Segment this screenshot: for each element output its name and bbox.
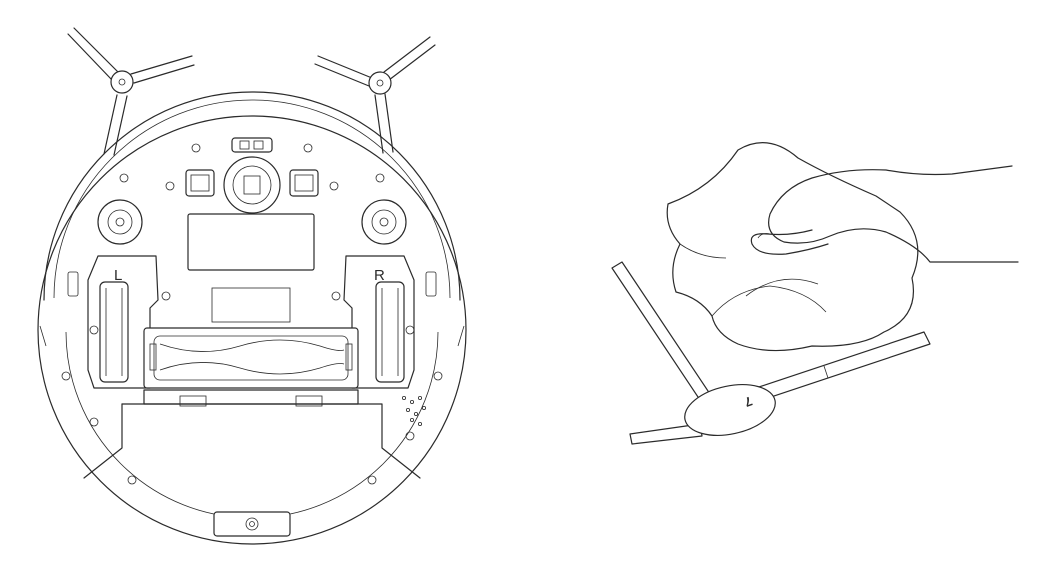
dustbin	[121, 403, 421, 479]
side-brush-hub-left	[97, 199, 143, 245]
side-brush-hub-right	[361, 199, 407, 245]
side-brush-mark: 7	[742, 393, 754, 410]
side-brush-loose-right	[314, 36, 436, 154]
drive-wheel-right	[375, 281, 405, 383]
caster-wheel	[223, 156, 281, 214]
side-brush-center-hub	[684, 384, 776, 436]
rear-latch	[213, 511, 291, 537]
side-brush-loose-left	[67, 27, 195, 156]
cliff-sensor-bar	[231, 137, 273, 153]
charging-contact-left	[185, 169, 215, 197]
charging-contact-right	[289, 169, 319, 197]
left-wheel-label: L	[114, 267, 122, 284]
robot-outer-body	[37, 115, 467, 545]
robot-vacuum-underside: L R	[37, 91, 467, 545]
side-brush-being-cleaned: 7	[611, 261, 931, 445]
brush-guard	[143, 389, 359, 405]
cleaning-illustration: 7	[611, 142, 1019, 445]
center-panel	[187, 213, 315, 271]
robot-front-bumper	[43, 91, 461, 301]
wheel-housing-right	[343, 255, 415, 389]
nameplate	[211, 287, 291, 323]
hand	[768, 165, 1019, 263]
speaker-grille	[401, 395, 426, 426]
cleaning-cloth	[666, 142, 919, 352]
thumb	[750, 229, 829, 255]
screws	[61, 143, 443, 485]
right-wheel-label: R	[374, 267, 385, 284]
drive-wheel-left	[99, 281, 129, 383]
main-brush-frame	[143, 327, 359, 389]
